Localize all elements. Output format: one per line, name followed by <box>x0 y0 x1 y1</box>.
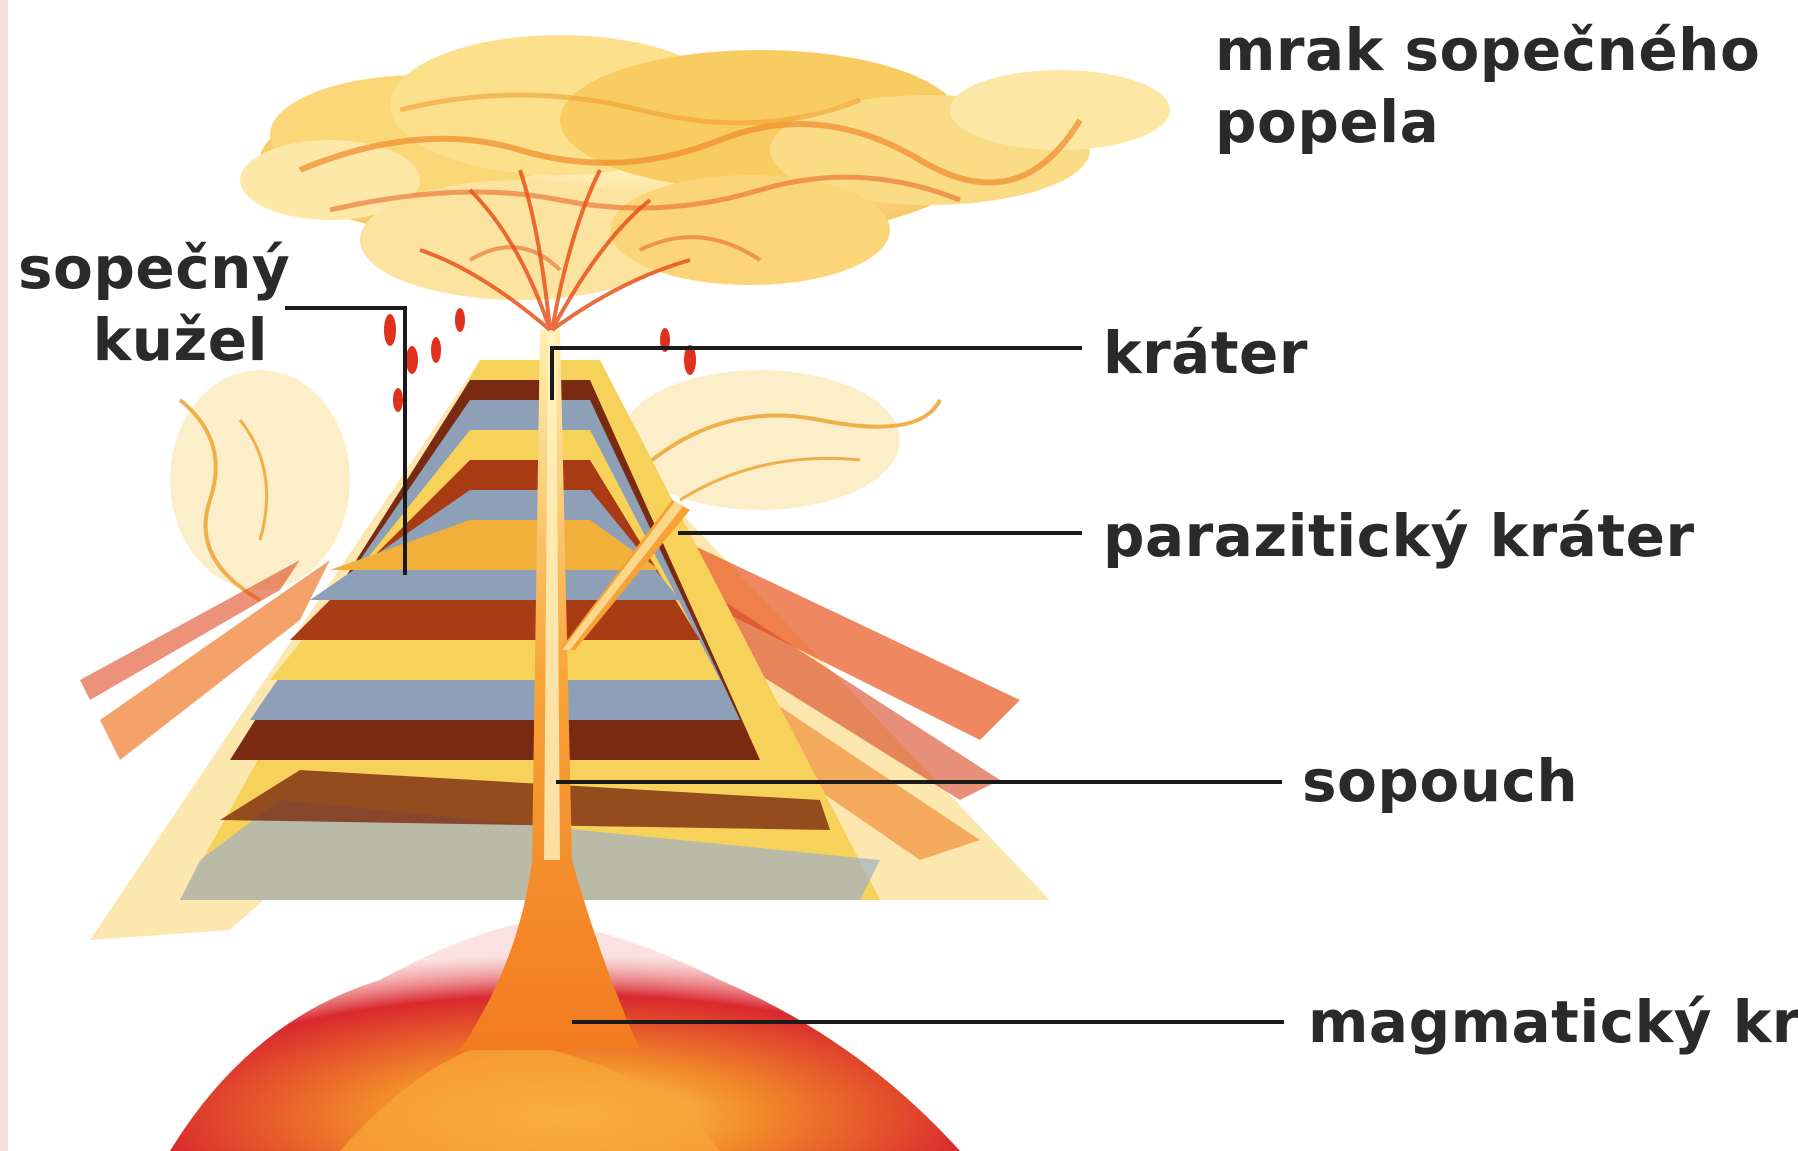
label-cone-line1: sopečný <box>18 232 268 304</box>
label-parasitic-crater: parazitický kráter <box>1103 500 1695 572</box>
right-smoke <box>620 370 940 510</box>
label-cone-line2: kužel <box>18 304 268 376</box>
label-ash-cloud: mrak sopečného popela <box>1215 14 1760 158</box>
label-ash-cloud-line2: popela <box>1215 86 1760 158</box>
label-cone: sopečný kužel <box>18 232 268 376</box>
label-magma-chamber: magmatický krb <box>1308 986 1798 1058</box>
label-vent: sopouch <box>1302 745 1578 817</box>
label-ash-cloud-line1: mrak sopečného <box>1215 14 1760 86</box>
ash-cloud <box>240 35 1170 300</box>
label-crater: kráter <box>1103 317 1308 389</box>
